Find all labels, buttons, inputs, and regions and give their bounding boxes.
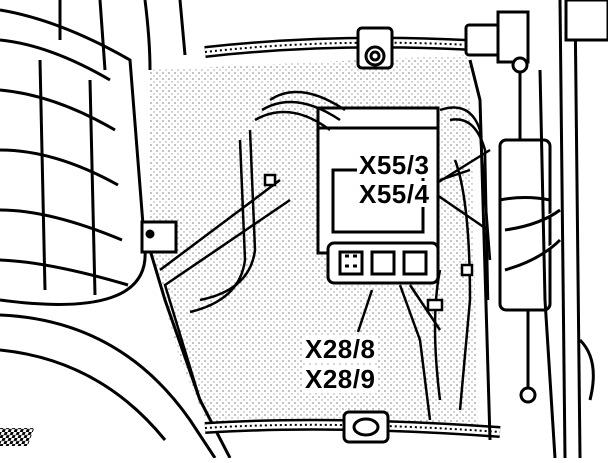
label-x28-9: X28/9: [303, 364, 378, 394]
connector-block: [326, 241, 440, 285]
label-x55-4: X55/4: [357, 179, 432, 209]
right-structure: [468, 0, 608, 459]
right-column: [511, 56, 537, 404]
left-bracket: [140, 220, 178, 254]
reservoir: [498, 138, 562, 312]
top-clamp: [356, 26, 394, 70]
top-harness: [204, 36, 471, 58]
top-right-connector: [464, 10, 530, 64]
bottom-harness: [204, 418, 501, 438]
grille-patch: [0, 428, 35, 446]
bottom-clamp: [342, 410, 390, 444]
label-x28-8: X28/8: [303, 334, 378, 364]
wire-ties: [263, 173, 474, 312]
leader-lines: [356, 148, 491, 333]
label-x55-3: X55/3: [357, 150, 432, 180]
